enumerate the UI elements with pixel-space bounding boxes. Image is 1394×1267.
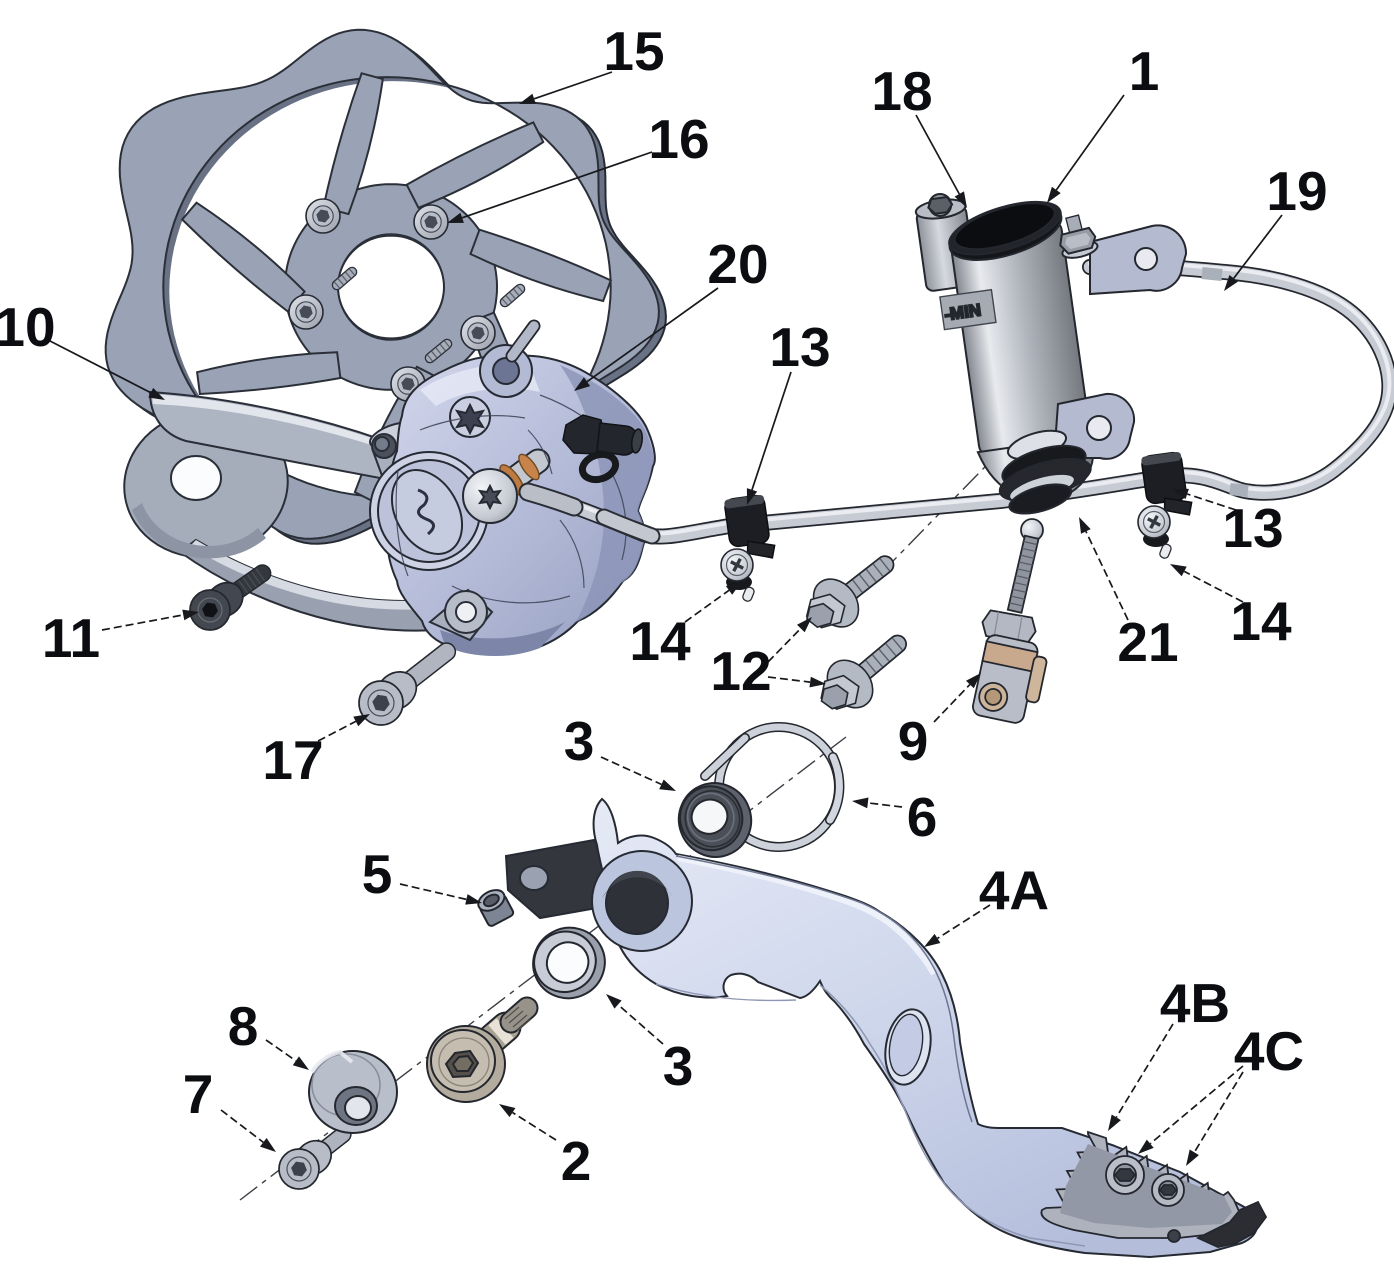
svg-text:21: 21 — [1117, 611, 1178, 673]
svg-text:4A: 4A — [979, 859, 1049, 921]
svg-text:3: 3 — [564, 710, 595, 772]
svg-text:4C: 4C — [1234, 1020, 1304, 1082]
svg-text:3: 3 — [663, 1035, 694, 1097]
svg-text:8: 8 — [228, 995, 259, 1057]
svg-text:1: 1 — [1129, 40, 1160, 102]
svg-text:13: 13 — [1222, 497, 1283, 559]
svg-text:12: 12 — [710, 640, 771, 702]
svg-text:10: 10 — [0, 296, 56, 358]
svg-text:2: 2 — [561, 1130, 592, 1192]
svg-text:5: 5 — [362, 843, 393, 905]
svg-text:6: 6 — [907, 786, 938, 848]
svg-text:18: 18 — [871, 60, 932, 122]
svg-text:11: 11 — [42, 607, 100, 669]
svg-text:-MIN: -MIN — [943, 300, 982, 324]
svg-text:4B: 4B — [1160, 972, 1230, 1034]
svg-text:19: 19 — [1266, 160, 1327, 222]
svg-text:14: 14 — [629, 610, 691, 672]
svg-text:17: 17 — [262, 729, 323, 791]
svg-text:9: 9 — [898, 710, 929, 772]
svg-text:15: 15 — [603, 20, 664, 82]
svg-text:13: 13 — [769, 316, 830, 378]
svg-text:14: 14 — [1230, 590, 1292, 652]
svg-text:16: 16 — [648, 108, 709, 170]
svg-text:20: 20 — [707, 233, 768, 295]
svg-text:7: 7 — [183, 1063, 214, 1125]
